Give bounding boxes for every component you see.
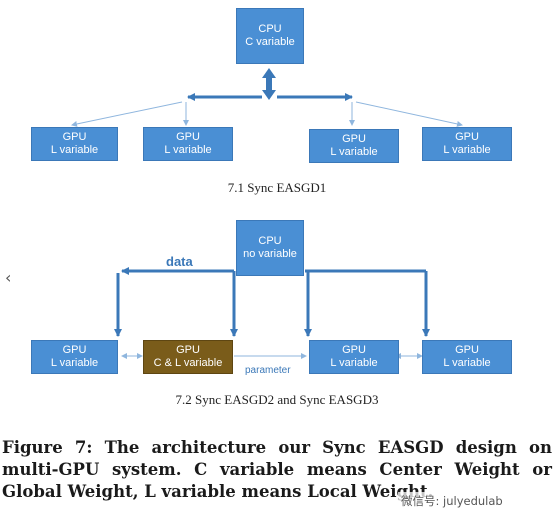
gpu-title: GPU: [176, 344, 200, 356]
gpu-sub: L variable: [443, 144, 491, 156]
chevron-left-icon[interactable]: ‹: [5, 268, 12, 287]
caption-1: 7.1 Sync EASGD1: [227, 180, 327, 195]
gpu-box-3: GPU L variable: [309, 129, 399, 163]
cpu-box-2: CPU no variable: [236, 220, 304, 276]
diagram1-connectors: [71, 68, 463, 127]
cpu-title: CPU: [258, 23, 282, 35]
gpu-box-4: GPU L variable: [422, 127, 512, 161]
gpu2-box-3: GPU L variable: [309, 340, 399, 374]
gpu-title: GPU: [342, 133, 366, 145]
gpu-sub: L variable: [164, 144, 212, 156]
gpu-box-2: GPU L variable: [143, 127, 233, 161]
cpu-box-1: CPU C variable: [236, 8, 304, 64]
gpu2-box-2-highlight: GPU C & L variable: [143, 340, 233, 374]
figure-caption: Figure 7: The architecture our Sync EASG…: [2, 438, 552, 501]
gpu-sub: L variable: [50, 357, 99, 369]
parameter-label: parameter: [245, 365, 291, 376]
gpu4-link: [355, 101, 463, 127]
gpu-title: GPU: [342, 344, 366, 356]
cpu-bus-double-arrow: [262, 68, 276, 100]
diagram2-connectors: [114, 267, 430, 359]
gpu2-box-4: GPU L variable: [422, 340, 512, 374]
gpu-title: GPU: [176, 131, 200, 143]
gpu-sub: C & L variable: [153, 357, 223, 369]
gpu-box-1: GPU L variable: [31, 127, 118, 161]
cpu-sub: C variable: [245, 36, 295, 48]
gpu-title: GPU: [62, 344, 87, 356]
gpu-sub: L variable: [330, 146, 378, 158]
gpu-sub: L variable: [50, 144, 99, 156]
gpu-title: GPU: [455, 344, 479, 356]
caption-2: 7.2 Sync EASGD2 and Sync EASGD3: [175, 392, 379, 407]
gpu1-link: [71, 101, 183, 127]
data-label: data: [166, 254, 193, 269]
cpu-sub: no variable: [243, 248, 297, 260]
gpu2-box-1: GPU L variable: [31, 340, 118, 374]
gpu-sub: L variable: [330, 357, 378, 369]
gpu-title: GPU: [62, 131, 87, 143]
gpu-title: GPU: [455, 131, 479, 143]
gpu-sub: L variable: [443, 357, 491, 369]
watermark: 微信号: julyedulab: [398, 492, 506, 510]
cpu-title: CPU: [258, 235, 282, 247]
